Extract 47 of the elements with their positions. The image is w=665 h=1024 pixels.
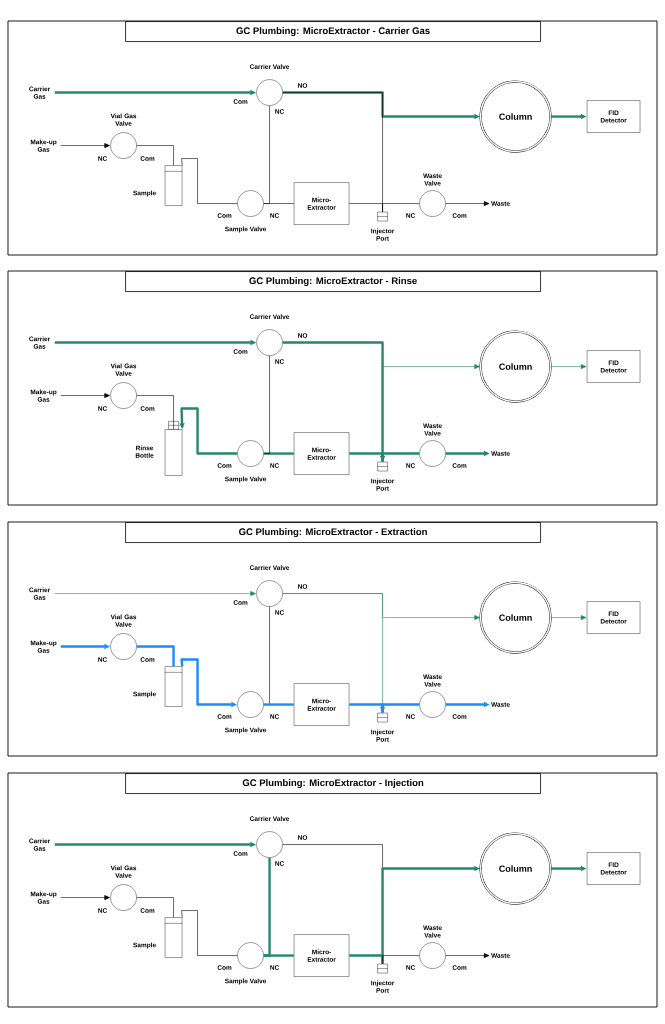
valve-symbol [256, 831, 283, 858]
valve-symbol [256, 580, 283, 607]
valve-symbol [419, 190, 446, 217]
pipe-arrow [282, 593, 385, 713]
valve-symbol [110, 884, 137, 911]
injector-port [377, 461, 388, 472]
valve-symbol [419, 942, 446, 969]
title-box: GC Plumbing: MicroExtractor - Extraction [125, 522, 541, 543]
pipe-arrow [60, 895, 110, 900]
pipe-arrow [550, 364, 587, 369]
rinse-bottle [164, 421, 183, 476]
title-box: GC Plumbing: MicroExtractor - Carrier Gas [125, 21, 541, 42]
panel-frame [7, 20, 658, 256]
pipe-arrow [445, 201, 490, 206]
valve-symbol [237, 190, 264, 217]
panel-frame [7, 270, 658, 506]
panel-frame [7, 772, 658, 1008]
valve-symbol [110, 382, 137, 409]
pipe-arrow [60, 143, 110, 148]
valve-symbol [256, 329, 283, 356]
pipe-arrow [550, 615, 587, 620]
valve-symbol [237, 942, 264, 969]
pipe-arrow [136, 145, 174, 166]
sample-vial [164, 165, 183, 206]
valve-symbol [110, 132, 137, 159]
pipe-arrow [136, 395, 174, 430]
pipe-arrow [282, 342, 480, 369]
pipe-arrow [445, 953, 490, 958]
title-box: GC Plumbing: MicroExtractor - Injection [125, 773, 541, 794]
valve-symbol [419, 691, 446, 718]
pipe-arrow [136, 897, 174, 918]
valve-symbol [237, 440, 264, 467]
valve-symbol [256, 79, 283, 106]
pipe-arrow [54, 591, 256, 596]
pipe-arrow [60, 393, 110, 398]
injector-port [377, 712, 388, 723]
valve-symbol [110, 633, 137, 660]
pipe-arrow [136, 645, 175, 667]
injector-port [377, 211, 388, 222]
valve-symbol [237, 691, 264, 718]
injector-port [377, 963, 388, 974]
sample-vial [164, 917, 183, 958]
valve-symbol [419, 440, 446, 467]
panel-frame [7, 521, 658, 757]
title-box: GC Plumbing: MicroExtractor - Rinse [125, 271, 541, 292]
pipe-arrow [179, 407, 238, 455]
sample-vial [164, 666, 183, 707]
